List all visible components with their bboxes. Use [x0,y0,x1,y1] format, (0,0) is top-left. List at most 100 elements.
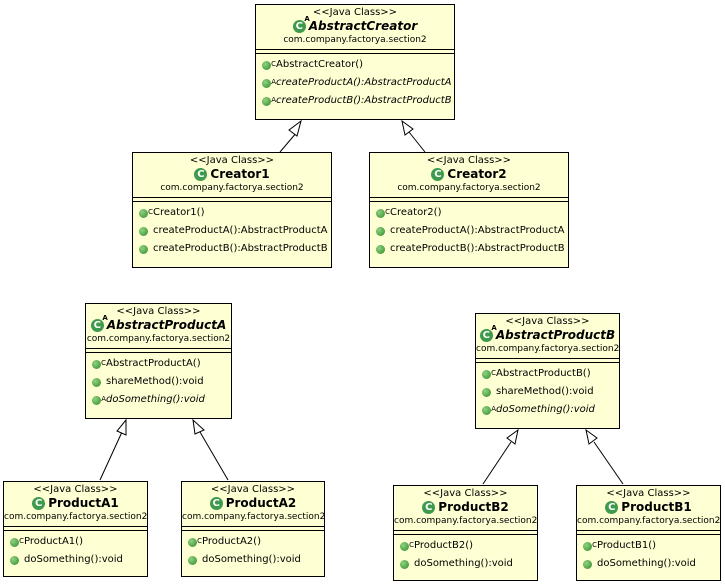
method-icon [188,555,197,565]
operation[interactable]: shareMethod():void [92,373,231,391]
package-name: com.company.factorya.section2 [160,183,304,193]
inheritance-arrowhead-creator1 [288,119,302,137]
operation[interactable]: createProductA():AbstractProductA [139,222,331,240]
inheritance-line-producta2 [199,431,229,481]
constructor-icon: C [583,541,597,551]
operation[interactable]: createProductB():AbstractProductB [376,240,568,258]
class-creator2[interactable]: <<Java Class>> C Creator2 com.company.fa… [369,152,569,268]
method-icon [583,559,592,569]
class-icon: C [605,501,619,514]
method-icon [92,377,101,387]
inheritance-arrowhead-producta2 [192,418,205,435]
method-icon [482,387,491,397]
class-product-b1[interactable]: <<Java Class>> C ProductB1 com.company.f… [576,485,721,581]
class-name: Creator1 [210,167,270,181]
stereotype-label: <<Java Class>> [210,484,296,495]
inheritance-line-creator2 [408,131,426,153]
package-name: com.company.factorya.section2 [476,344,620,354]
compartment-separator [86,348,231,353]
compartment-separator [4,526,147,531]
inheritance-arrowhead-productb1 [585,428,598,445]
class-name: AbstractProductB [495,328,616,342]
operation[interactable]: doSomething():void [10,551,147,569]
inheritance-line-productb1 [593,441,624,485]
stereotype-label: <<Java Class>> [116,306,201,317]
abstract-method-icon: A [262,78,276,88]
package-name: com.company.factorya.section2 [577,516,721,526]
operation[interactable]: doSomething():void [400,555,537,573]
method-icon [139,226,148,236]
package-name: com.company.factorya.section2 [397,183,541,193]
method-icon [139,244,148,254]
constructor-icon: C [139,208,153,218]
constructor-icon: C [400,541,414,551]
class-product-a1[interactable]: <<Java Class>> C ProductA1 com.company.f… [3,481,148,577]
operation[interactable]: shareMethod():void [482,383,619,401]
constructor-icon: C [482,369,496,379]
method-icon [400,559,409,569]
constructor-icon: C [92,359,106,369]
constructor-icon: C [10,537,24,547]
class-creator1[interactable]: <<Java Class>> C Creator1 com.company.fa… [132,152,332,268]
class-name: ProductA2 [225,496,297,510]
class-icon: C [209,497,223,510]
class-name: Creator2 [447,167,507,181]
stereotype-label: <<Java Class>> [33,484,118,495]
compartment-separator [394,530,537,535]
operation[interactable]: createProductA():AbstractProductA [376,222,568,240]
class-icon: C [431,168,445,181]
method-icon [376,244,385,254]
constructor-icon: C [376,208,390,218]
operation[interactable]: doSomething():void [188,551,324,569]
class-icon: C [194,168,208,181]
inheritance-line-producta1 [99,431,123,481]
class-name: AbstractCreator [308,19,418,33]
compartment-separator [182,526,324,531]
stereotype-label: <<Java Class>> [505,316,590,327]
method-icon [376,226,385,236]
package-name: com.company.factorya.section2 [86,334,231,344]
inheritance-line-productb2 [482,441,512,485]
operation[interactable]: createProductB():AbstractProductB [139,240,331,258]
operation[interactable]: doSomething():void [583,555,720,573]
stereotype-label: <<Java Class>> [189,155,275,166]
compartment-separator [370,197,568,202]
stereotype-label: <<Java Class>> [606,488,691,499]
package-name: com.company.factorya.section2 [182,512,326,522]
abstract-method-icon: A [262,96,276,106]
compartment-separator [256,49,454,54]
inheritance-arrowhead-producta1 [116,418,127,436]
stereotype-label: <<Java Class>> [426,155,512,166]
method-icon [10,555,19,565]
class-name: ProductB1 [621,500,692,514]
class-product-a2[interactable]: <<Java Class>> C ProductA2 com.company.f… [181,481,325,577]
compartment-separator [133,197,331,202]
class-name: AbstractProductA [106,318,227,332]
compartment-separator [577,530,720,535]
constructor-icon: C [262,60,276,70]
class-name: ProductB2 [438,500,509,514]
stereotype-label: <<Java Class>> [312,7,398,18]
abstract-method-icon: A [92,395,106,405]
inheritance-line-creator1 [279,131,298,153]
class-product-b2[interactable]: <<Java Class>> C ProductB2 com.company.f… [393,485,538,581]
